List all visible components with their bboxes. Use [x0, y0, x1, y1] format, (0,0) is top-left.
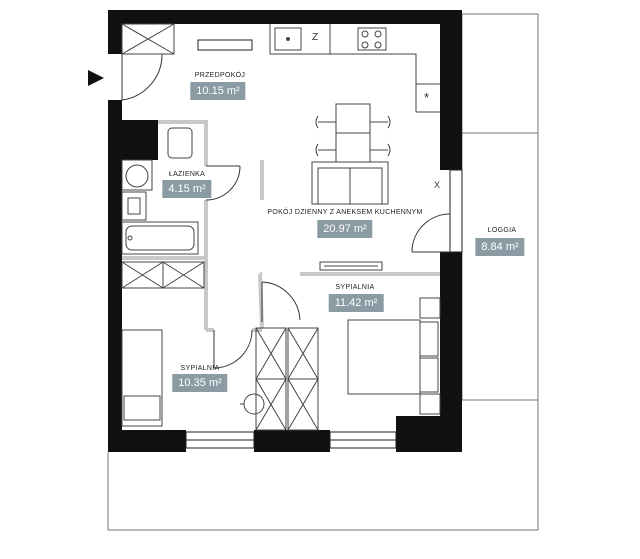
- room-name-sypialnia2: SYPIALNIA: [180, 365, 220, 372]
- double-bed: [347, 297, 441, 415]
- wardrobe-corridor: [121, 261, 205, 289]
- loggia-door: [411, 213, 451, 253]
- room-name-lazienka: ŁAZIENKA: [168, 171, 206, 178]
- room-area-przedpokoj: 10.15 m²: [190, 82, 246, 100]
- wardrobe-bedrooms: [255, 327, 319, 431]
- windows: [185, 39, 463, 449]
- room-area-lazienka: 4.15 m²: [162, 180, 212, 198]
- room-area-sypialnia1: 11.42 m²: [328, 294, 384, 312]
- loggia-door-label: X: [434, 180, 441, 190]
- fridge-label: Z: [312, 32, 319, 43]
- interior-partitions: [122, 120, 440, 332]
- room-name-pokoj: POKÓJ DZIENNY Z ANEKSEM KUCHENNYM: [267, 209, 423, 216]
- tv-console: [319, 261, 383, 271]
- entrance-arrow-icon: [88, 70, 104, 86]
- entrance-door: [121, 53, 163, 101]
- room-name-loggia: LOGGIA: [487, 227, 517, 234]
- exterior-walls: [108, 10, 462, 452]
- bathroom-fixtures: [121, 127, 199, 255]
- bedroom-door-right: [261, 281, 301, 322]
- bathroom-door: [205, 165, 241, 201]
- bedroom-door-left: [213, 329, 253, 369]
- sofa: [311, 161, 389, 205]
- room-area-pokoj: 20.97 m²: [317, 220, 373, 238]
- kitchen-counter: [121, 23, 440, 113]
- desk-chair: [240, 393, 265, 415]
- single-bed: [121, 329, 163, 427]
- room-name-sypialnia1: SYPIALNIA: [335, 284, 375, 291]
- dining-table: [315, 103, 391, 163]
- room-name-przedpokoj: PRZEDPOKÓJ: [194, 72, 246, 79]
- dishwasher-label: *: [424, 90, 430, 105]
- room-area-sypialnia2: 10.35 m²: [172, 374, 228, 392]
- room-area-loggia: 8.84 m²: [475, 238, 525, 256]
